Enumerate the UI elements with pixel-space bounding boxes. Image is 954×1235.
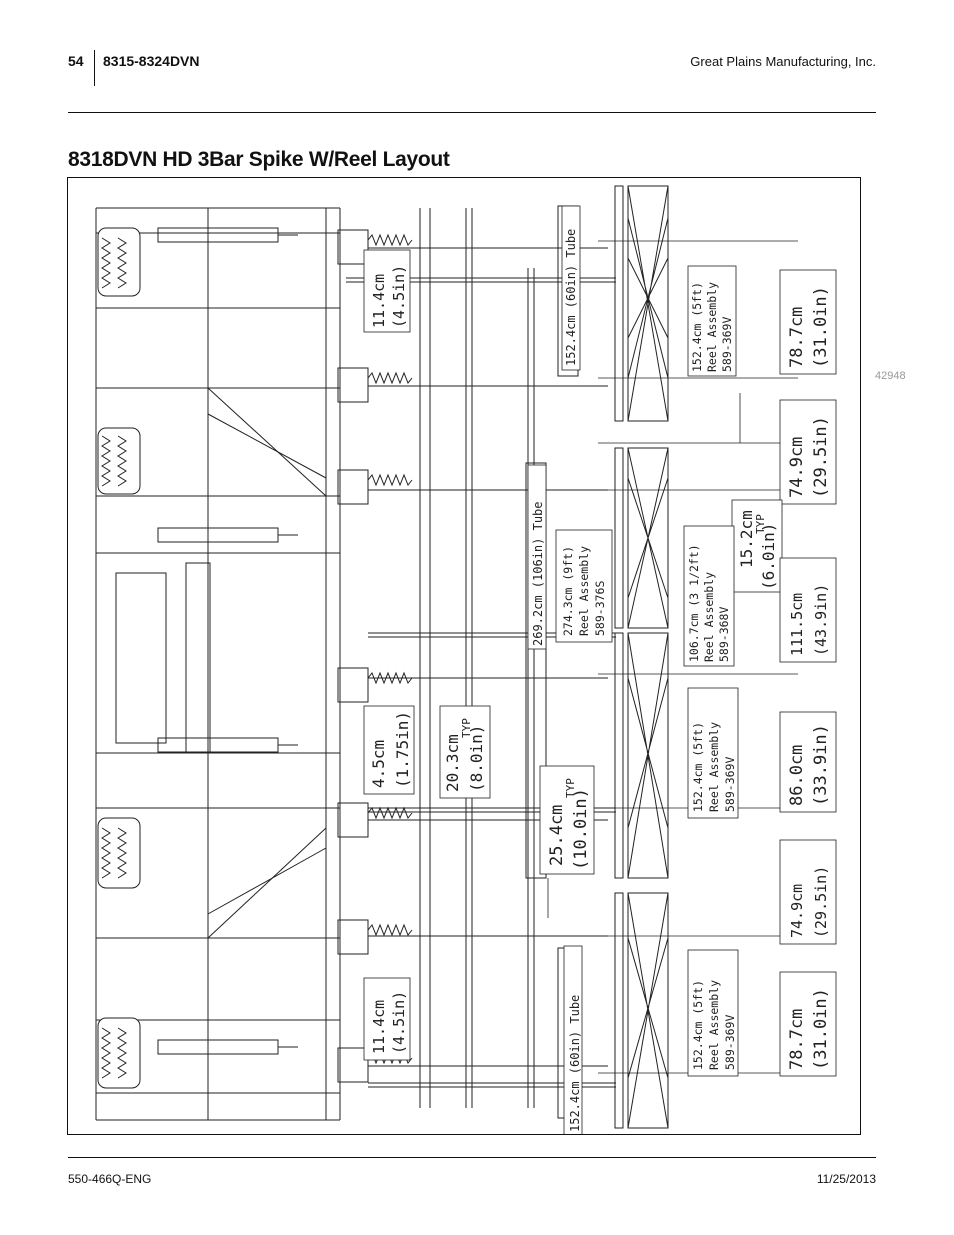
tube-60in-top: 152.4cm (60in) Tube (564, 229, 578, 366)
dim-20-3cm-typ: TYP (460, 718, 473, 738)
layout-drawing: 11.4cm (4.5in) 152.4cm (60in) Tube 152.4… (95, 185, 837, 1134)
dim-11-4cm-top: 11.4cm (370, 274, 388, 328)
dim-29-5in-top: (29.5in) (811, 416, 831, 498)
dim-29-5in-bottom: (29.5in) (812, 866, 830, 938)
dim-4-5in-top: (4.5in) (390, 265, 408, 328)
reel-5ft-1-size: 152.4cm (5ft) (690, 282, 704, 372)
reel-9ft-name: Reel Assembly (577, 546, 591, 636)
label-group: 11.4cm (4.5in) 152.4cm (60in) Tube 152.4… (363, 205, 837, 1134)
reel-3-5ft-name: Reel Assembly (702, 572, 716, 662)
reel-9ft-part: 589-376S (593, 581, 607, 636)
reel-5ft-3-size: 152.4cm (5ft) (691, 980, 705, 1070)
company-name: Great Plains Manufacturing, Inc. (690, 54, 876, 69)
dimension-lines (547, 240, 798, 1074)
reel-9ft-size: 274.3cm (9ft) (561, 546, 575, 636)
dim-78-7cm-bottom: 78.7cm (787, 1009, 807, 1070)
dim-74-9cm-top: 74.9cm (787, 437, 807, 498)
dim-11-4cm-bottom: 11.4cm (370, 1000, 388, 1054)
reel-linework (614, 185, 669, 1129)
dim-43-9in: (43.9in) (812, 584, 830, 656)
page-number: 54 (68, 53, 84, 69)
dim-20-3cm: 20.3cm (443, 734, 462, 792)
model-name: 8315-8324DVN (103, 53, 200, 69)
dim-4-5in-bottom: (4.5in) (390, 991, 408, 1054)
tire-linework (97, 227, 141, 1089)
reel-5ft-1-name: Reel Assembly (705, 282, 719, 372)
dim-15-2cm-typ: TYP (754, 514, 767, 534)
reel-5ft-2-name: Reel Assembly (707, 722, 721, 812)
figure-number: 42948 (875, 370, 906, 382)
reel-3-5ft-part: 589-368V (717, 607, 731, 662)
dim-78-7cm-top: 78.7cm (787, 307, 807, 368)
header-divider (94, 50, 95, 86)
dim-25-4cm: 25.4cm (547, 805, 567, 866)
dim-86-0cm: 86.0cm (787, 745, 807, 806)
dim-33-9in: (33.9in) (811, 724, 831, 806)
reel-5ft-1-part: 589-369V (720, 317, 734, 372)
document-date: 11/25/2013 (816, 1172, 876, 1186)
spring-tine-linework (337, 208, 608, 1108)
reel-5ft-2-size: 152.4cm (5ft) (691, 722, 705, 812)
dim-6-0in: (6.0in) (759, 523, 778, 590)
reel-5ft-3-part: 589-369V (723, 1015, 737, 1070)
dim-1-75in: (1.75in) (393, 711, 412, 788)
tube-106in: 269.2cm (106in) Tube (531, 502, 545, 647)
dim-15-2cm: 15.2cm (737, 510, 756, 568)
dim-10-0in: (10.0in) (571, 788, 591, 870)
footer-rule (68, 1157, 876, 1158)
reel-5ft-2-part: 589-369V (723, 757, 737, 812)
reel-3-5ft-size: 106.7cm (3 1/2ft) (687, 544, 701, 662)
dim-31-0in-top: (31.0in) (811, 286, 831, 368)
dim-25-4cm-typ: TYP (564, 778, 577, 798)
tube-60in-bottom: 152.4cm (60in) Tube (568, 995, 582, 1132)
dim-111-5cm: 111.5cm (788, 593, 806, 656)
document-number: 550-466Q-ENG (68, 1172, 152, 1186)
dim-4-5cm: 4.5cm (369, 740, 388, 788)
frame-linework (95, 207, 341, 1121)
page-title: 8318DVN HD 3Bar Spike W/Reel Layout (68, 148, 450, 171)
dim-31-0in-bottom: (31.0in) (811, 988, 831, 1070)
header-rule (68, 112, 876, 113)
reel-5ft-3-name: Reel Assembly (707, 980, 721, 1070)
layout-figure: 42948 (67, 177, 906, 1135)
dim-74-9cm-bottom: 74.9cm (788, 884, 806, 938)
dim-8-0in: (8.0in) (467, 725, 486, 792)
